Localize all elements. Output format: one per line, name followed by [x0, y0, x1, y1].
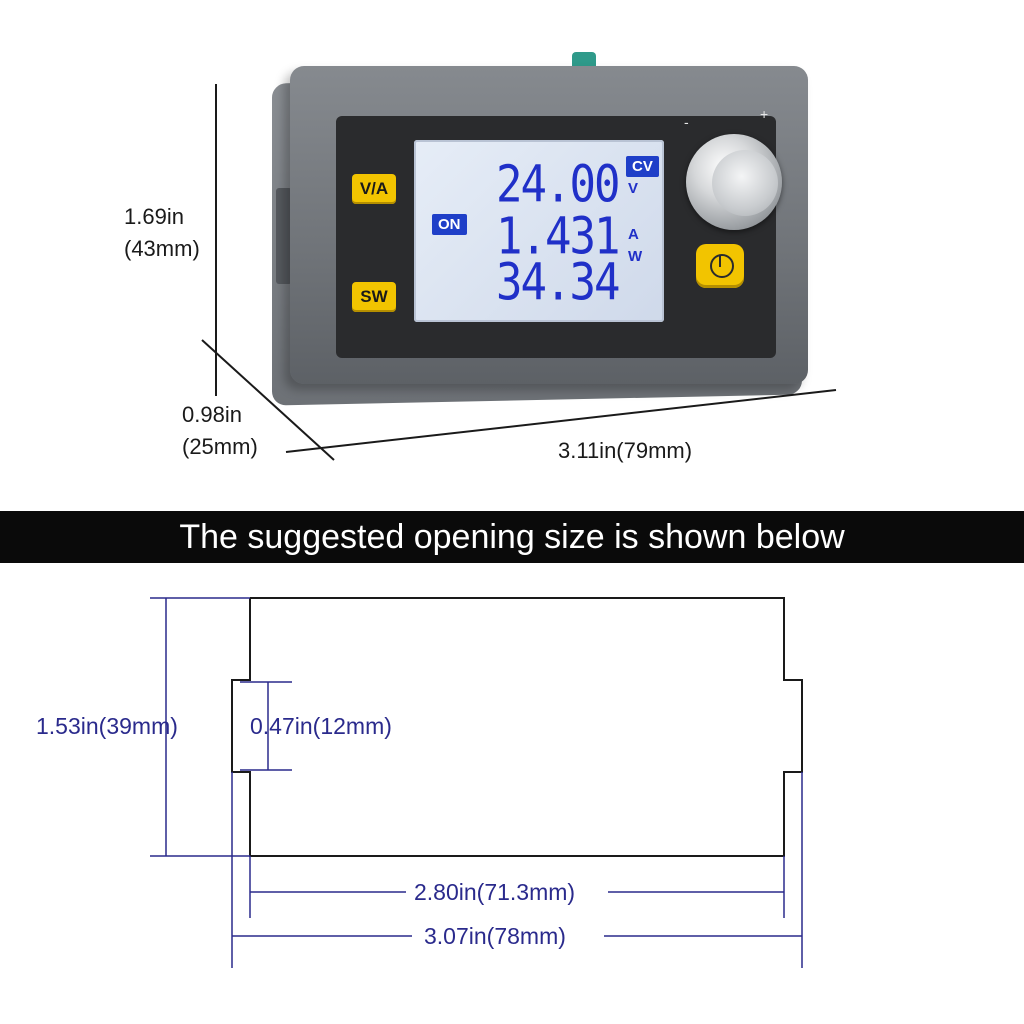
height-mm-label: (43mm)	[124, 236, 200, 261]
power-icon	[710, 254, 734, 278]
knob-minus-sign: -	[684, 114, 689, 130]
banner	[0, 511, 1024, 563]
opening-outer-width-label: 3.07in(78mm)	[424, 923, 566, 949]
banner-text: The suggested opening size is shown belo…	[179, 518, 845, 556]
lcd-unit-amps: A	[628, 226, 639, 243]
lcd-cv-badge: CV	[626, 156, 659, 177]
opening-notch-label: 0.47in(12mm)	[250, 713, 392, 739]
depth-mm-label: (25mm)	[182, 434, 258, 459]
device-mounting-clip	[276, 188, 292, 284]
va-button[interactable]: V/A	[352, 174, 396, 204]
power-icon-bar	[719, 256, 721, 267]
lcd-on-badge: ON	[432, 214, 467, 235]
knob-plus-sign: +	[760, 106, 769, 122]
lcd-current-readout: 1.431	[496, 207, 620, 267]
lcd-unit-volts: V	[628, 180, 639, 197]
height-inch-label: 1.69in	[124, 204, 184, 229]
lcd-unit-watts: W	[628, 248, 643, 265]
depth-inch-label: 0.98in	[182, 402, 242, 427]
sw-button[interactable]: SW	[352, 282, 396, 312]
opening-inner-width-label: 2.80in(71.3mm)	[414, 879, 576, 905]
lcd-voltage-readout: 24.00	[496, 155, 620, 215]
width-dimension-line	[285, 389, 837, 453]
knob-cap	[712, 150, 778, 216]
terminal-connector	[572, 52, 596, 68]
width-label: 3.11in(79mm)	[558, 438, 693, 463]
opening-height-label: 1.53in(39mm)	[36, 713, 178, 739]
depth-dimension-line	[201, 339, 335, 461]
lcd-power-readout: 34.34	[496, 253, 620, 313]
